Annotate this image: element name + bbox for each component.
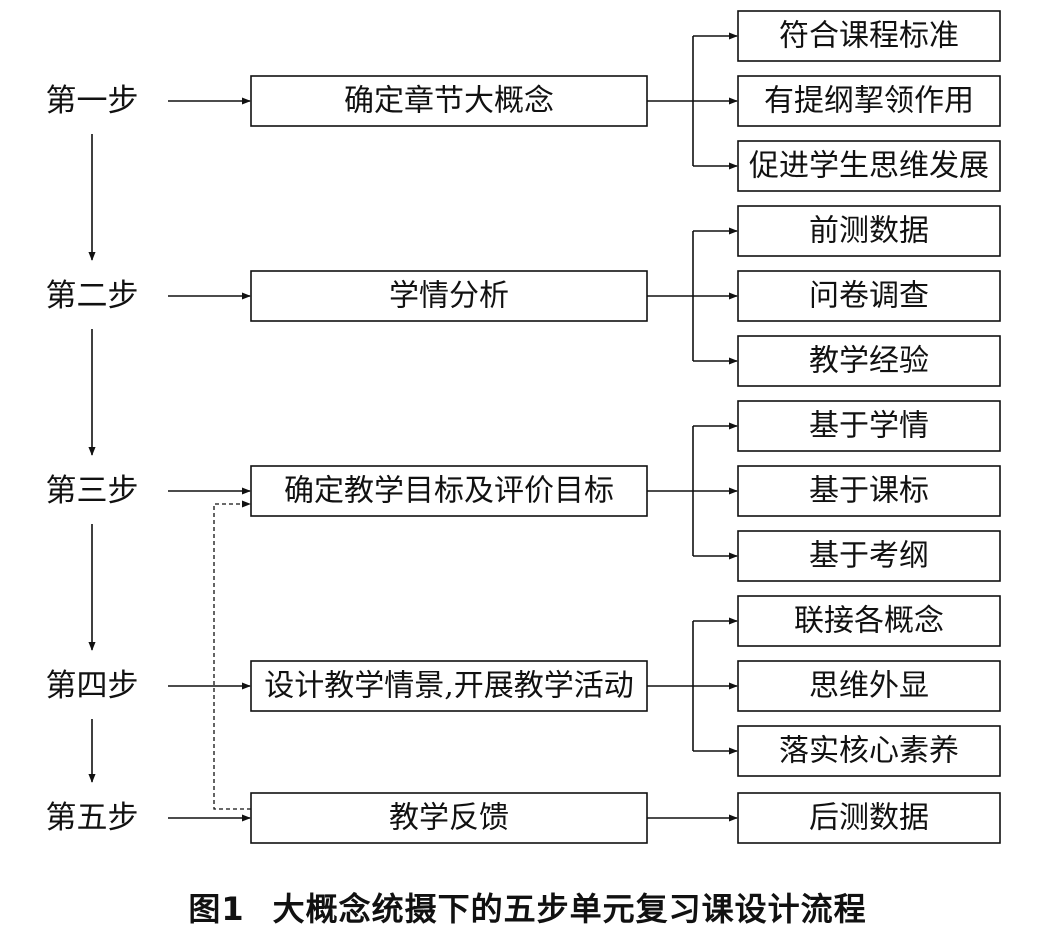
step-2-main-box — [250, 270, 648, 322]
step-5-main-box — [250, 792, 648, 844]
step-4-label: 第四步 — [46, 668, 139, 704]
figure-caption: 图1 大概念统摄下的五步单元复习课设计流程 — [0, 884, 1055, 930]
step-3-sub-label-1: 基于学情 — [809, 409, 929, 444]
step-1-sub-box-1 — [737, 10, 1001, 62]
step-2-label: 第二步 — [46, 278, 139, 314]
step-1-sub-label-3: 促进学生思维发展 — [749, 149, 989, 184]
step-2-sub-box-2 — [737, 270, 1001, 322]
step-3-sub-label-2: 基于课标 — [809, 474, 929, 509]
step-3-sub-box-2 — [737, 465, 1001, 517]
step-3-sub-box-3 — [737, 530, 1001, 582]
step-2-sub-label-3: 教学经验 — [809, 344, 929, 379]
step-4-sub-label-2: 思维外显 — [809, 669, 929, 704]
step-4-main-box — [250, 660, 648, 712]
step-4-sub-label-1: 联接各概念 — [794, 604, 944, 639]
step-3-label: 第三步 — [46, 473, 139, 509]
step-5-sub-label-1: 后测数据 — [809, 801, 929, 836]
step-5-label: 第五步 — [46, 800, 139, 836]
step-4-sub-label-3: 落实核心素养 — [779, 734, 959, 769]
step-4-sub-box-2 — [737, 660, 1001, 712]
step-3-sub-box-1 — [737, 400, 1001, 452]
step-2-sub-box-3 — [737, 335, 1001, 387]
step-1-sub-label-2: 有提纲挈领作用 — [764, 84, 974, 119]
step-5-main-label: 教学反馈 — [389, 801, 509, 836]
step-4-sub-box-3 — [737, 725, 1001, 777]
step-4-main-label: 设计教学情景,开展教学活动 — [264, 669, 634, 704]
step-1-label: 第一步 — [46, 83, 139, 119]
step-4-sub-box-1 — [737, 595, 1001, 647]
step-5-sub-box-1 — [737, 792, 1001, 844]
feedback-loop-arrow — [213, 500, 251, 810]
step-2-sub-label-2: 问卷调查 — [809, 279, 929, 314]
step-1-sub-box-3 — [737, 140, 1001, 192]
connectors — [88, 32, 738, 822]
step-2-main-label: 学情分析 — [389, 279, 509, 314]
step-1-sub-label-1: 符合课程标准 — [779, 19, 959, 54]
step-2-sub-box-1 — [737, 205, 1001, 257]
step-2-sub-label-1: 前测数据 — [809, 214, 929, 249]
figure-number: 图1 — [188, 890, 245, 928]
figure-title: 大概念统摄下的五步单元复习课设计流程 — [272, 890, 867, 928]
step-1-sub-box-2 — [737, 75, 1001, 127]
step-3-sub-label-3: 基于考纲 — [809, 539, 929, 574]
step-1-main-box — [250, 75, 648, 127]
step-1-main-label: 确定章节大概念 — [344, 84, 554, 119]
step-3-main-label: 确定教学目标及评价目标 — [284, 474, 614, 509]
step-3-main-box — [250, 465, 648, 517]
